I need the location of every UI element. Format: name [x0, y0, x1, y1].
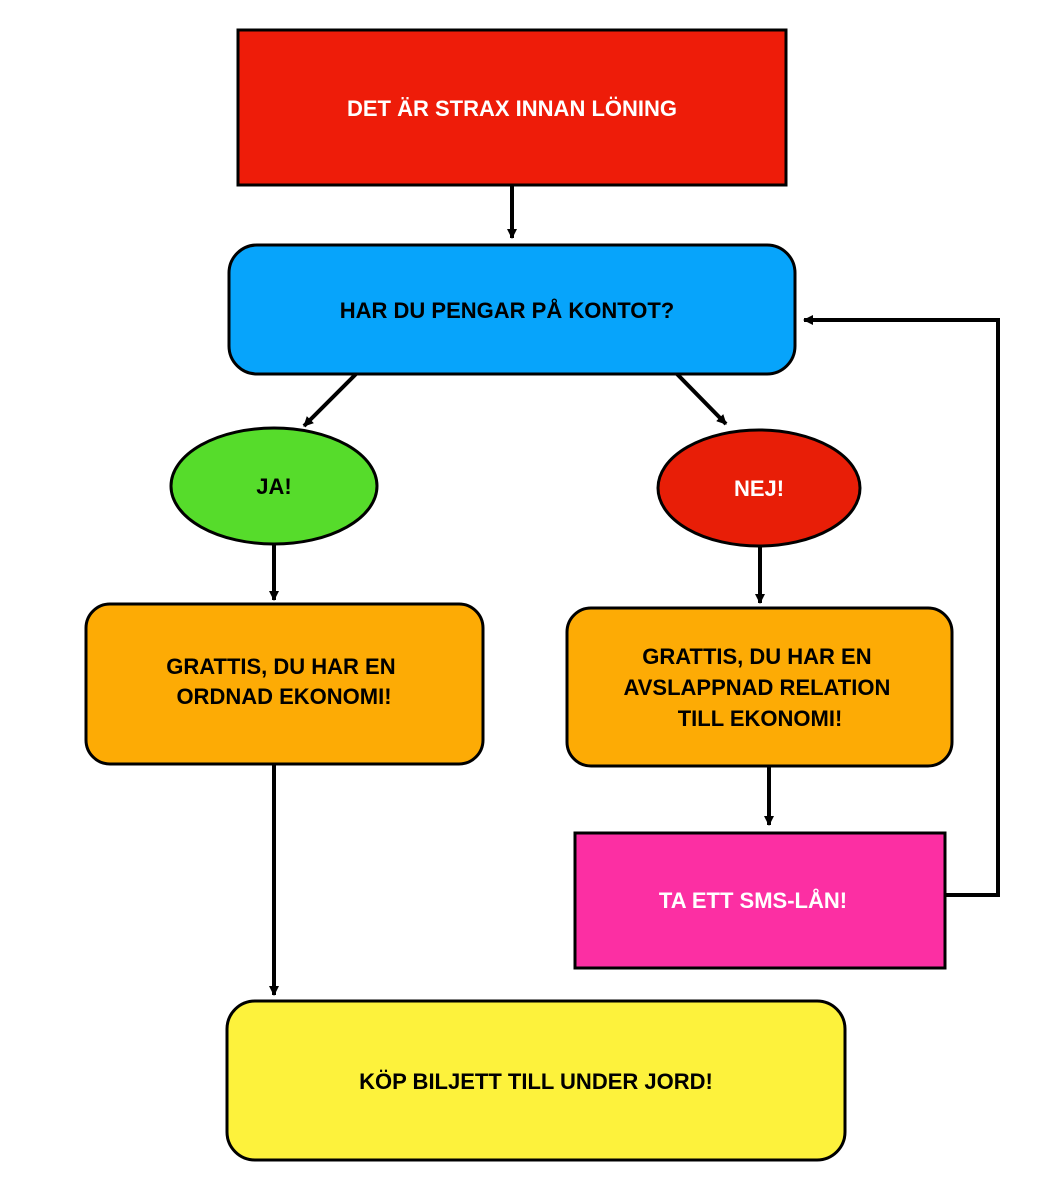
node-ordered: GRATTIS, DU HAR EN ORDNAD EKONOMI!: [84, 602, 485, 766]
relaxed-line-2: AVSLAPPNAD RELATION: [624, 675, 891, 700]
loan-label: TA ETT SMS-LÅN!: [659, 887, 847, 913]
loan-box: [573, 831, 947, 970]
node-ticket: KÖP BILJETT TILL UNDER JORD!: [225, 999, 847, 1162]
node-yes: JA!: [169, 426, 379, 546]
connectors: [269, 186, 1000, 996]
yes-ellipse: [169, 426, 379, 546]
ticket-box: [225, 999, 847, 1162]
relaxed-line-1: GRATTIS, DU HAR EN: [642, 644, 871, 669]
arrow-loan-loop-to-question: [803, 315, 1000, 897]
start-box: [236, 28, 788, 187]
question-box: [227, 243, 797, 376]
node-no: NEJ!: [656, 428, 862, 548]
relaxed-label: GRATTIS, DU HAR EN AVSLAPPNAD RELATION T…: [624, 644, 897, 731]
node-start: DET ÄR STRAX INNAN LÖNING: [236, 28, 788, 187]
arrow-question-to-no: [675, 372, 728, 426]
yes-label: JA!: [256, 474, 291, 499]
start-label: DET ÄR STRAX INNAN LÖNING: [347, 96, 677, 121]
question-label: HAR DU PENGAR PÅ KONTOT?: [340, 297, 675, 323]
ordered-line-2: ORDNAD EKONOMI!: [176, 684, 391, 709]
ordered-box: [84, 602, 485, 766]
no-ellipse: [656, 428, 862, 548]
ticket-label: KÖP BILJETT TILL UNDER JORD!: [359, 1069, 713, 1094]
node-loan: TA ETT SMS-LÅN!: [573, 831, 947, 970]
ordered-line-1: GRATTIS, DU HAR EN: [166, 654, 395, 679]
relaxed-line-3: TILL EKONOMI!: [678, 706, 843, 731]
arrow-question-to-yes: [302, 372, 358, 428]
node-question: HAR DU PENGAR PÅ KONTOT?: [227, 243, 797, 376]
node-relaxed: GRATTIS, DU HAR EN AVSLAPPNAD RELATION T…: [565, 606, 954, 768]
relaxed-box: [565, 606, 954, 768]
no-label: NEJ!: [734, 476, 784, 501]
ordered-label: GRATTIS, DU HAR EN ORDNAD EKONOMI!: [166, 654, 402, 709]
